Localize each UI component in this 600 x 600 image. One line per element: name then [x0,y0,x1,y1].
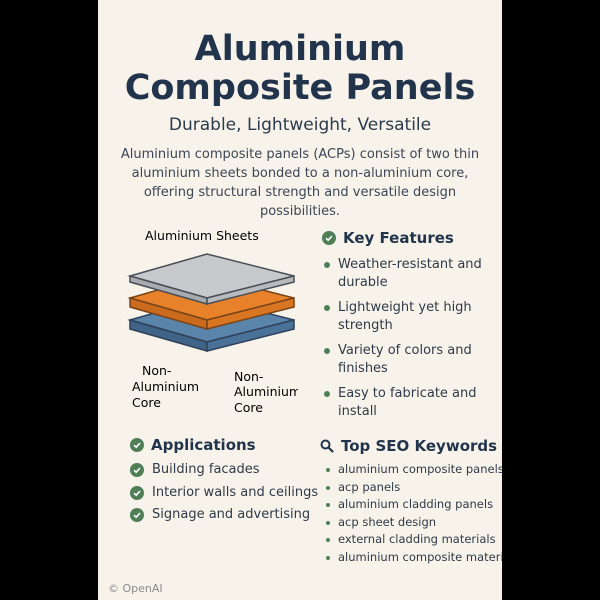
left-core-label-line2: Aluminium [132,379,199,394]
application-text: Building facades [152,462,260,477]
list-item: acp panels [324,479,502,497]
top-sheet-layer [127,253,295,305]
page-title-line2: Composite Panels [124,68,476,108]
bullet-icon [324,348,330,354]
page-title-line1: Aluminium [194,29,406,69]
bullet-icon [326,468,330,472]
aluminium-sheets-label: Aluminium Sheets [145,228,259,243]
list-item: Weather-resistant and durable [324,256,494,292]
applications-heading: Applications [130,436,256,454]
keyword-text: aluminium cladding panels [338,497,494,511]
list-item: Signage and advertising [130,506,310,524]
list-item: aluminium composite materials [324,549,502,567]
feature-text: Weather-resistant and durable [338,257,482,290]
feature-text: Lightweight yet high strength [338,300,472,333]
seo-keywords-heading-text: Top SEO Keywords [341,437,498,455]
bullet-icon [324,305,330,311]
keyword-text: aluminium composite materials [338,549,502,564]
application-text: Interior walls and ceilings [152,484,319,500]
check-circle-icon [130,463,144,477]
list-item: aluminium composite panels [324,461,502,479]
key-features-heading-text: Key Features [343,229,454,247]
right-core-label-line1: Non- [234,369,263,384]
bullet-icon [324,391,330,397]
seo-keywords-list: aluminium composite panels acp panels al… [324,461,502,566]
subtitle: Durable, Lightweight, Versatile [168,115,432,135]
check-circle-icon [130,438,144,452]
left-core-label-line3: Core [132,395,161,410]
seo-keywords-heading: Top SEO Keywords [320,437,497,455]
list-item: Easy to fabricate and install [324,385,494,421]
list-item: Interior walls and ceilings [130,484,318,502]
intro-paragraph: Aluminium composite panels (ACPs) consis… [120,147,480,219]
list-item: Lightweight yet high strength [324,299,494,335]
list-item: aluminium cladding panels [324,496,502,514]
list-item: external cladding materials [324,531,502,549]
application-text: Signage and advertising [152,507,311,522]
right-core-label-line3: Core [234,400,263,415]
feature-text: Variety of colors and finishes [338,343,472,376]
right-core-label: Non- Aluminium Core [234,369,298,415]
keyword-text: acp panels [338,479,401,494]
watermark: © OpenAI [108,582,163,595]
search-icon [320,439,334,453]
left-core-label-line1: Non- [142,363,171,378]
list-item: Building facades [130,461,310,479]
bullet-icon [326,538,330,542]
feature-text: Easy to fabricate and install [338,386,477,419]
bullet-icon [326,485,330,490]
right-core-label-line2: Aluminium [234,384,298,399]
list-item: Variety of colors and finishes [324,342,494,378]
keyword-text: aluminium composite panels [338,462,502,476]
key-features-heading: Key Features [322,229,454,247]
check-circle-icon [130,508,144,522]
bullet-icon [324,262,330,268]
applications-list: Building facades Interior walls and ceil… [130,461,318,529]
left-core-label: Non- Aluminium Core [132,363,203,410]
list-item: acp sheet design [324,514,502,532]
keyword-text: external cladding materials [338,532,496,546]
keyword-text: acp sheet design [338,514,437,529]
check-circle-icon [322,231,336,245]
bullet-icon [326,503,330,507]
check-circle-icon [130,485,144,500]
panel-layers-diagram: Aluminium Sheets Non- Aluminium Core Non… [127,228,298,415]
bullet-icon [326,520,330,525]
applications-heading-text: Applications [151,436,256,454]
key-features-list: Weather-resistant and durable Lightweigh… [324,256,494,428]
bullet-icon [326,555,330,560]
infographic-card: Aluminium Composite Panels Durable, Ligh… [98,0,502,600]
